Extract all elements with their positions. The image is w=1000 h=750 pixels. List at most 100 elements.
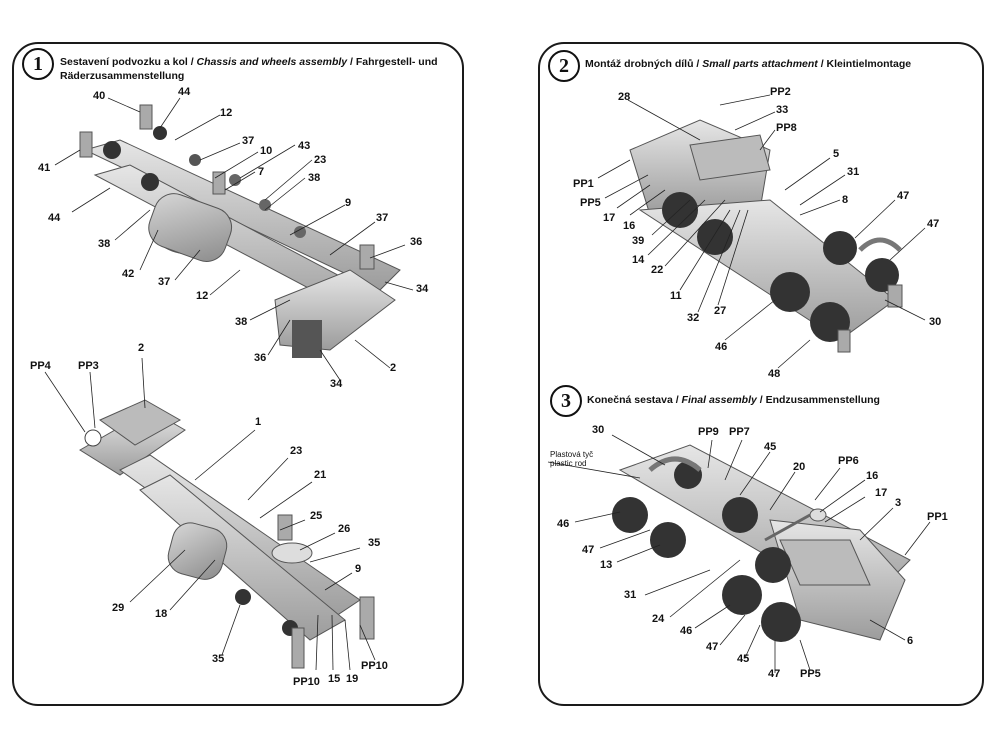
- callout: 46: [715, 341, 728, 353]
- chassis-bottom-drawing: [79, 399, 375, 669]
- callout: 12: [220, 107, 233, 119]
- callout: 1: [255, 416, 262, 428]
- callout: 16: [623, 220, 636, 232]
- callout: 47: [897, 190, 910, 202]
- callout: 7: [258, 166, 265, 178]
- callout: 31: [847, 166, 860, 178]
- callout: 36: [254, 352, 267, 364]
- callout: 37: [158, 276, 171, 288]
- callout: 13: [600, 559, 613, 571]
- step-1-title-cz: Sestavení podvozku a kol /: [60, 56, 197, 68]
- callout: 47: [927, 218, 940, 230]
- callout: 33: [776, 104, 789, 116]
- callout: 26: [338, 523, 351, 535]
- callout: PP1: [573, 178, 594, 190]
- callout: 17: [603, 212, 616, 224]
- callout: PP1: [927, 511, 948, 523]
- callout: 21: [314, 469, 327, 481]
- callout: 36: [410, 236, 423, 248]
- callout: 42: [122, 268, 135, 280]
- callout: 31: [624, 589, 637, 601]
- callout: 30: [929, 316, 942, 328]
- callout: PP10: [361, 660, 388, 672]
- callout: 43: [298, 140, 311, 152]
- callout: 45: [764, 441, 777, 453]
- step-1-title: Sestavení podvozku a kol / Chassis and w…: [60, 55, 455, 83]
- truck-step2-drawing: [629, 119, 903, 353]
- callout: 48: [768, 368, 781, 380]
- callout: 47: [768, 668, 781, 680]
- callout: 39: [632, 235, 645, 247]
- callout: 47: [582, 544, 595, 556]
- callout: PP3: [78, 360, 99, 372]
- callout: PP8: [776, 122, 797, 134]
- callout: 6: [907, 635, 914, 647]
- callout: 20: [793, 461, 806, 473]
- callout: 30: [592, 424, 605, 436]
- callout: 44: [48, 212, 61, 224]
- callout: 8: [842, 194, 849, 206]
- callout: PP4: [30, 360, 51, 372]
- truck-step3-drawing: [612, 444, 911, 642]
- callout: 16: [866, 470, 879, 482]
- callout: PP7: [729, 426, 750, 438]
- step-2-title-cz: Montáž drobných dílů /: [585, 58, 703, 70]
- step-1-title-de: / Fahrgestell- und Räderzusammenstellung: [60, 56, 438, 82]
- callout: 37: [242, 135, 255, 147]
- callout: 40: [93, 90, 106, 102]
- plastic-rod-note-cz: Plastová tyč: [550, 450, 594, 459]
- callout: 44: [178, 86, 191, 98]
- callout: 17: [875, 487, 888, 499]
- chassis-top-drawing: [79, 104, 401, 358]
- plastic-rod-note-en: plastic rod: [550, 459, 587, 468]
- callout: 28: [618, 91, 631, 103]
- callout: 34: [416, 283, 429, 295]
- callout: 27: [714, 305, 727, 317]
- callout: 45: [737, 653, 750, 665]
- callout: PP2: [770, 86, 791, 98]
- plastic-rod-note: Plastová tyč plastic rod: [550, 450, 593, 468]
- callout: 15: [328, 673, 341, 685]
- callout: 23: [290, 445, 303, 457]
- callout: PP5: [580, 197, 601, 209]
- step-1-number: 1: [22, 48, 54, 80]
- callout: 35: [212, 653, 225, 665]
- callout: 41: [38, 162, 51, 174]
- callout: 32: [687, 312, 700, 324]
- callout: 38: [98, 238, 111, 250]
- callout: 24: [652, 613, 665, 625]
- callout: 46: [557, 518, 570, 530]
- leader-lines: [44, 94, 931, 673]
- step-3-title: Konečná sestava / Final assembly / Endzu…: [587, 393, 967, 407]
- callout: 23: [314, 154, 327, 166]
- step-3-title-en: Final assembly: [681, 394, 757, 406]
- step-2-title-en: Small parts attachment: [702, 58, 818, 70]
- callout: 46: [680, 625, 693, 637]
- callout: 25: [310, 510, 323, 522]
- step-2-number: 2: [548, 50, 580, 82]
- callout: 19: [346, 673, 359, 685]
- callout: 29: [112, 602, 125, 614]
- step-2-title-de: / Kleintielmontage: [817, 58, 912, 70]
- callout: 5: [833, 148, 840, 160]
- callout: 38: [308, 172, 321, 184]
- callout: PP6: [838, 455, 859, 467]
- callout: 10: [260, 145, 273, 157]
- callout: 2: [138, 342, 145, 354]
- callout: 35: [368, 537, 381, 549]
- callout: 3: [895, 497, 902, 509]
- callout: 12: [196, 290, 209, 302]
- callout: PP5: [800, 668, 821, 680]
- callout: 47: [706, 641, 719, 653]
- callout: 14: [632, 254, 645, 266]
- callout: 2: [390, 362, 397, 374]
- callout: 9: [345, 197, 352, 209]
- step-3-title-de: / Endzusammenstellung: [756, 394, 880, 406]
- callout: 18: [155, 608, 168, 620]
- callout: 9: [355, 563, 362, 575]
- step-3-title-cz: Konečná sestava /: [587, 394, 682, 406]
- step-1-title-en: Chassis and wheels assembly: [196, 56, 348, 68]
- callout: 11: [670, 290, 682, 302]
- callout: 38: [235, 316, 248, 328]
